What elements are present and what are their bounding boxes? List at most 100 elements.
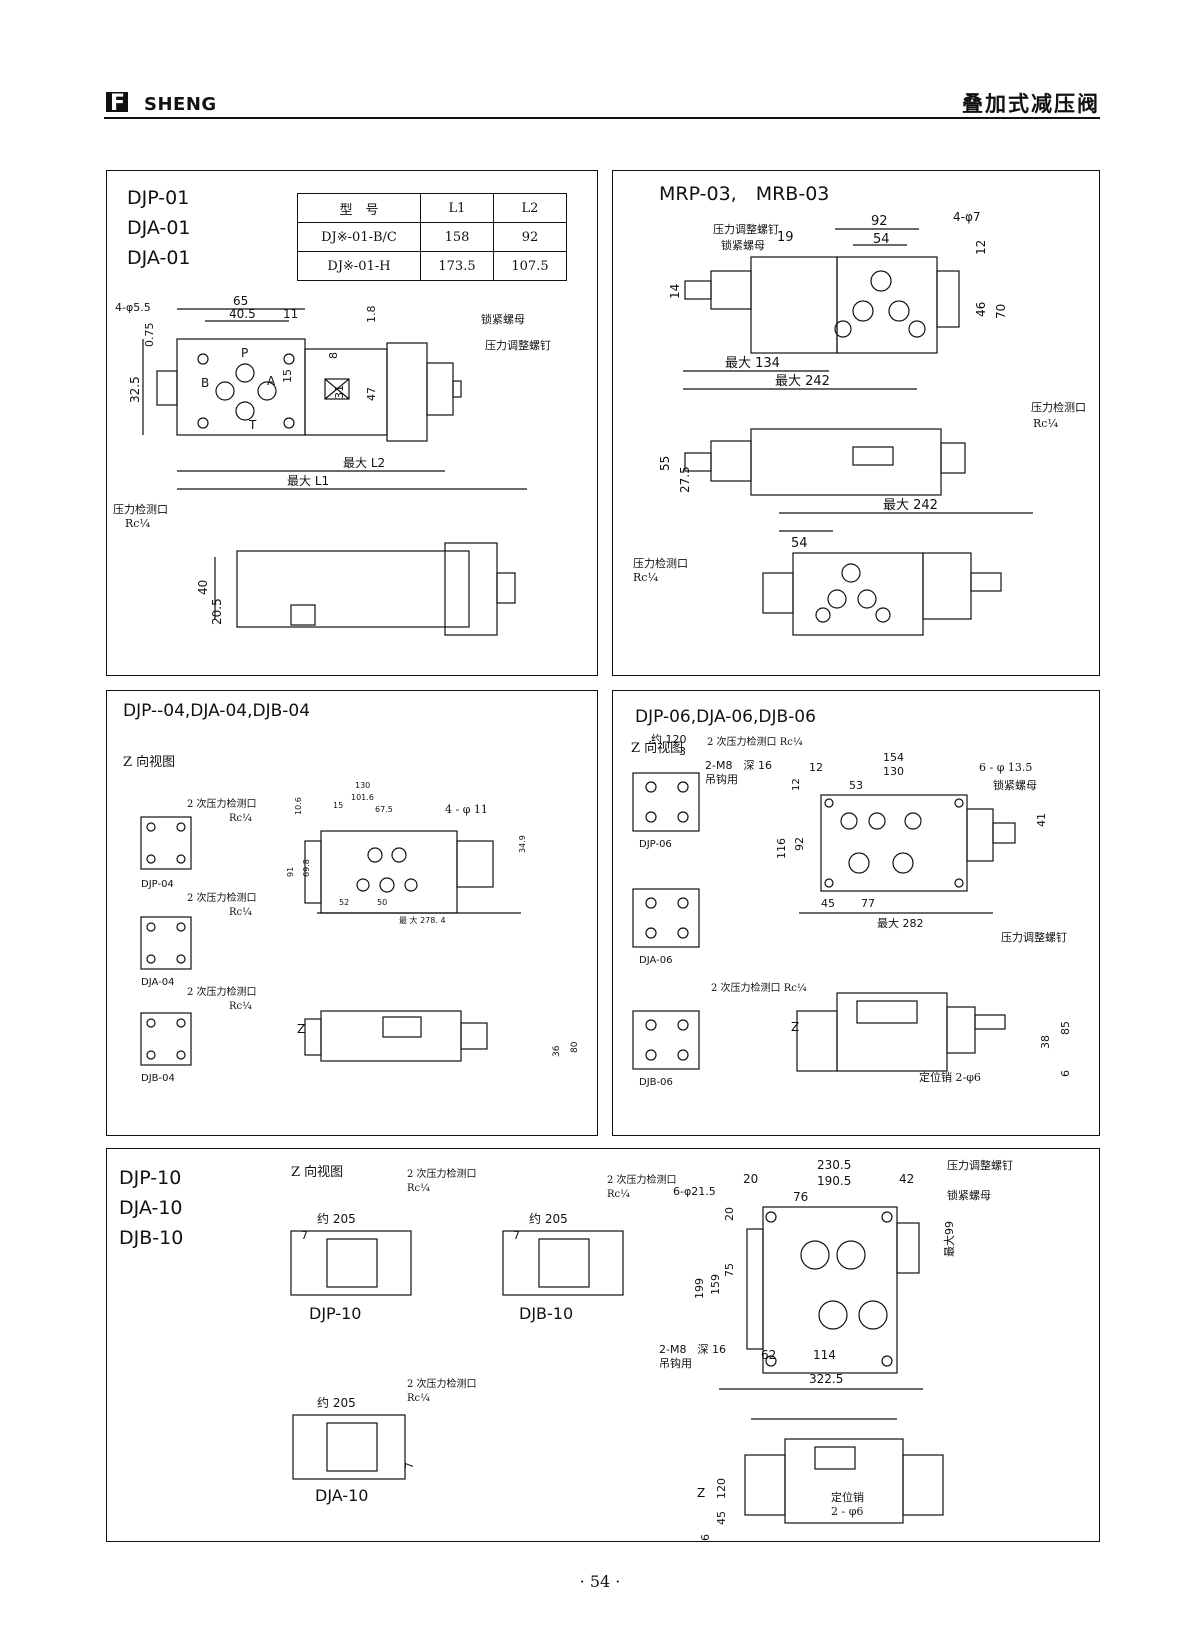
dim-label: 38 xyxy=(1039,1035,1052,1049)
dim-label: 14 xyxy=(668,284,682,299)
valve-drawing: 约 205 7 约 205 7 约 205 7 230.5 20 190.5 4… xyxy=(290,1158,1013,1541)
view-label: DJA-04 xyxy=(141,977,174,988)
dim-label: 20.5 xyxy=(210,598,224,625)
model-name: DJP-06,DJA-06,DJB-06 xyxy=(635,707,816,727)
z-arrow-label: Z xyxy=(697,1486,705,1500)
dim-label: 6-φ21.5 xyxy=(673,1185,716,1198)
panel-mrp-03: MRP-03, MRB-03 xyxy=(612,170,1100,676)
dim-label: 6 - φ 13.5 xyxy=(979,761,1032,774)
dim-label: 12 xyxy=(809,761,823,774)
dim-label: 3 xyxy=(679,745,686,758)
callout-pin: 定位销 xyxy=(831,1490,864,1504)
view-label: DJB-06 xyxy=(639,1077,673,1088)
callout-check-port: 2 次压力检测口 xyxy=(187,797,257,810)
table-cell: 158 xyxy=(420,222,494,252)
dim-label: 34.9 xyxy=(518,835,527,853)
dim-label: 4 - φ 11 xyxy=(445,803,488,816)
dim-label: 最大 282 xyxy=(877,916,924,930)
callout-lock-nut: 锁紧螺母 xyxy=(481,312,525,326)
port-label: B xyxy=(201,376,209,390)
model-name: DJP-01 xyxy=(127,187,190,209)
dim-label: 92 xyxy=(871,214,888,229)
callout-rc: Rc¼ xyxy=(633,571,658,584)
dim-label: 67.5 xyxy=(375,805,393,814)
callout-check-port: 2 次压力检测口 Rc¼ xyxy=(711,981,807,994)
brand-name: SHENG xyxy=(144,94,217,115)
callout-rc: Rc¼ xyxy=(1033,417,1058,430)
callout-rc: Rc¼ xyxy=(229,907,252,918)
dim-label: 322.5 xyxy=(809,1372,843,1386)
table-cell: DJ※-01-H xyxy=(297,251,421,281)
model-list: DJP-01 DJA-01 DJA-01 xyxy=(127,183,191,273)
dim-label: 130 xyxy=(883,765,904,778)
dim-label: 11 xyxy=(283,307,298,321)
callout-check-port: 2 次压力检测口 Rc¼ xyxy=(707,735,803,748)
dim-label: 最大 L1 xyxy=(287,474,329,488)
dim-label: 190.5 xyxy=(817,1174,851,1188)
dim-label: 15 xyxy=(333,801,343,810)
page-number: · 54 · xyxy=(579,1572,621,1591)
port-label: T xyxy=(248,418,257,432)
dim-label: 31 xyxy=(333,385,346,399)
dim-label: 45 xyxy=(715,1511,728,1525)
view-label: DJP-06 xyxy=(639,839,672,850)
table-cell: 107.5 xyxy=(493,251,567,281)
port-label: A xyxy=(267,374,276,388)
dim-label: 吊钩用 xyxy=(659,1356,692,1370)
callout-lock-nut: 锁紧螺母 xyxy=(993,778,1037,792)
view-label: DJB-10 xyxy=(519,1304,573,1323)
dim-label: 19 xyxy=(777,230,794,245)
dim-label: 最大 242 xyxy=(775,374,830,389)
dimension-table: 型 号 L1 L2 DJ※-01-B/C 158 92 DJ※-01-H 173… xyxy=(297,193,567,281)
panel-djp-10: DJP-10 DJA-10 DJB-10 Z 向视图 约 205 7 约 205 xyxy=(106,1148,1100,1542)
dim-label: 最大99 xyxy=(942,1221,956,1257)
port-label: P xyxy=(241,346,248,360)
callout-rc: Rc¼ xyxy=(229,1001,252,1012)
table-cell: 173.5 xyxy=(420,251,494,281)
table-row: DJ※-01-H 173.5 107.5 xyxy=(297,251,567,281)
dim-label: 159 xyxy=(709,1274,722,1295)
dim-label: 92 xyxy=(793,837,806,851)
callout-rc: Rc¼ xyxy=(407,1393,430,1404)
dim-label: 36 xyxy=(552,1045,562,1057)
model-name: DJP-10 xyxy=(119,1167,182,1189)
dim-label: 7 xyxy=(301,1229,308,1242)
dim-label: 约 205 xyxy=(529,1211,568,1226)
callout-rc: Rc¼ xyxy=(607,1189,630,1200)
model-list: DJP-10 DJA-10 DJB-10 xyxy=(119,1163,183,1253)
callout-rc: Rc¼ xyxy=(229,813,252,824)
dim-label: 2-M8 深 16 xyxy=(659,1343,726,1356)
dim-label: 7 xyxy=(403,1462,416,1469)
dim-label: 约 120 xyxy=(651,733,687,746)
page-title: 叠加式减压阀 xyxy=(962,92,1100,116)
dim-label: 20 xyxy=(743,1172,758,1186)
callout-adjust-screw: 压力调整螺钉 xyxy=(713,222,779,236)
dim-label: 75 xyxy=(723,1263,736,1277)
view-label: DJA-06 xyxy=(639,955,672,966)
dim-label: 6 xyxy=(699,1534,712,1541)
dim-label: 1.8 xyxy=(365,306,378,324)
callout-lock-nut: 锁紧螺母 xyxy=(721,238,765,252)
dim-label: 80 xyxy=(570,1041,580,1053)
z-arrow-label: Z xyxy=(791,1020,799,1034)
dim-label: 154 xyxy=(883,751,904,764)
model-name: DJB-10 xyxy=(119,1227,184,1249)
table-header: L2 xyxy=(493,193,567,223)
callout-pin: 定位销 2-φ6 xyxy=(919,1070,981,1084)
model-name: DJP--04,DJA-04,DJB-04 xyxy=(123,701,311,721)
dim-label: 54 xyxy=(791,536,808,551)
dim-label: 70 xyxy=(994,304,1008,319)
dim-label: 85 xyxy=(1059,1021,1072,1035)
model-name: DJA-01 xyxy=(127,217,191,239)
dim-label: 最大 134 xyxy=(725,356,780,371)
dim-label: 2-M8 深 16 xyxy=(705,759,772,772)
dim-label: 7 xyxy=(513,1229,520,1242)
dim-label: 8 xyxy=(327,352,340,359)
z-arrow-label: Z xyxy=(297,1022,305,1036)
table-cell: DJ※-01-B/C xyxy=(297,222,421,252)
dim-label: 6 xyxy=(1059,1070,1072,1077)
callout-check-port: 2 次压力检测口 xyxy=(407,1167,477,1180)
dim-label: 52 xyxy=(339,898,349,907)
z-view-title: Z 向视图 xyxy=(631,741,684,756)
dim-label: 114 xyxy=(813,1348,836,1362)
